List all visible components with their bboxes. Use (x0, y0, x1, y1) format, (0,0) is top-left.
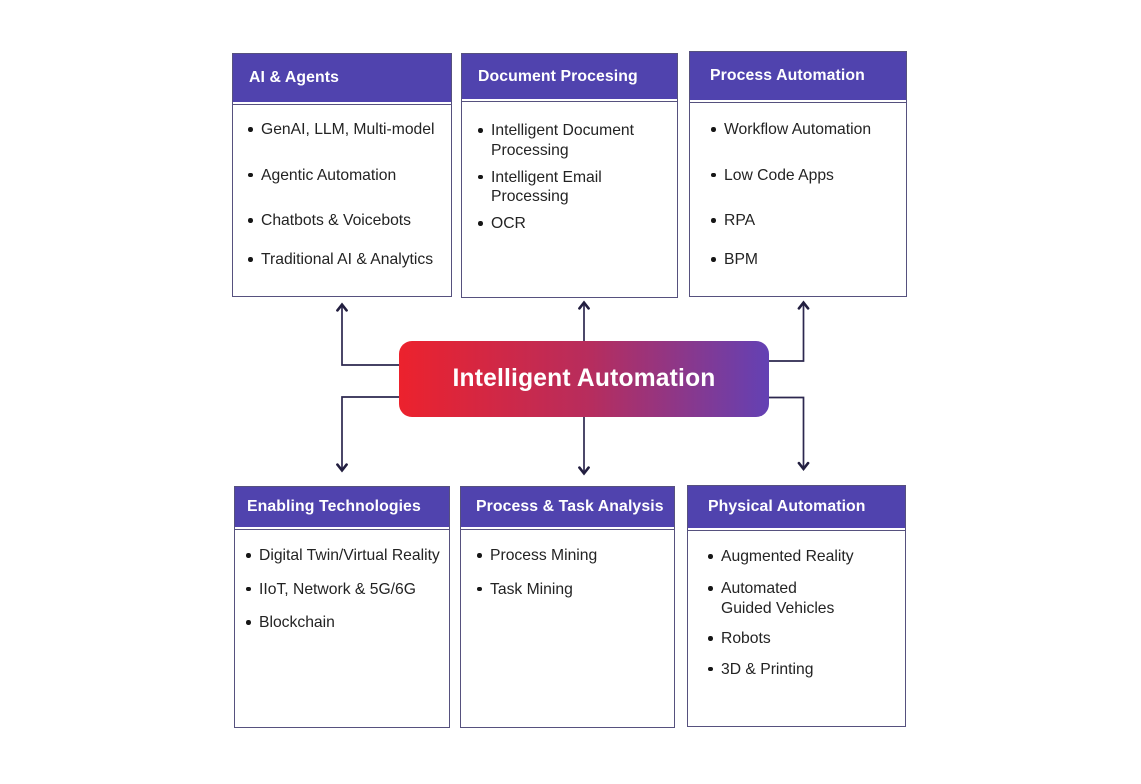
box-document-processing: Document Procesing Intelligent Document … (461, 53, 678, 298)
list-item: BPM (711, 250, 902, 270)
list-item: Intelligent Email Processing (478, 168, 673, 207)
connector-center-to-top-right (769, 304, 805, 362)
box-process-task-analysis-title: Process & Task Analysis (476, 498, 664, 515)
arrowhead-down-left (336, 463, 348, 473)
box-ai-agents-header: AI & Agents (233, 54, 451, 102)
arrowhead-up-left (336, 302, 348, 312)
box-process-automation-header: Process Automation (690, 52, 906, 100)
box-header-separator (462, 99, 677, 101)
box-header-separator (461, 527, 674, 529)
list-item: Digital Twin/Virtual Reality (246, 546, 449, 566)
box-header-divider-line (233, 104, 451, 105)
list-item: Augmented Reality (708, 547, 903, 567)
list-item: Low Code Apps (711, 166, 902, 186)
list-item: RPA (711, 211, 902, 231)
box-process-task-analysis-header: Process & Task Analysis (461, 487, 674, 527)
box-header-divider-line (462, 101, 677, 102)
box-header-separator (688, 528, 905, 530)
box-process-automation-title: Process Automation (710, 67, 865, 84)
box-header-divider-line (690, 102, 906, 103)
connector-center-to-top-left (341, 306, 399, 366)
list-item: 3D & Printing (708, 660, 903, 680)
list-item: Workflow Automation (711, 120, 902, 140)
list-item: Process Mining (477, 546, 670, 566)
list-item: Traditional AI & Analytics (248, 250, 445, 270)
box-document-processing-title: Document Procesing (478, 67, 638, 85)
connector-center-to-bottom-right (769, 396, 805, 467)
list-item: Intelligent Document Processing (478, 121, 673, 160)
center-node-title: Intelligent Automation (452, 365, 716, 392)
box-header-separator (233, 102, 451, 104)
box-header-divider-line (235, 529, 449, 530)
box-ai-agents-title: AI & Agents (249, 69, 340, 86)
box-physical-automation-title: Physical Automation (708, 498, 866, 515)
box-physical-automation-header: Physical Automation (688, 486, 905, 528)
list-item: Robots (708, 629, 903, 649)
arrowhead-down-right (797, 461, 810, 471)
box-enabling-technologies-title: Enabling Technologies (247, 498, 421, 515)
box-header-separator (235, 527, 449, 529)
connector-center-to-bottom-left (341, 396, 399, 469)
list-item: Chatbots & Voicebots (248, 211, 445, 231)
box-header-divider-line (688, 530, 905, 531)
arrowhead-up-middle (578, 300, 590, 310)
list-item: Automated Guided Vehicles (708, 579, 903, 618)
list-item: OCR (478, 214, 673, 234)
list-item: GenAI, LLM, Multi-model (248, 120, 445, 140)
list-item: Blockchain (246, 613, 449, 633)
box-document-processing-header: Document Procesing (462, 54, 677, 99)
center-node-intelligent-automation: Intelligent Automation (399, 341, 769, 417)
list-item: Agentic Automation (248, 166, 445, 186)
box-enabling-technologies-header: Enabling Technologies (235, 487, 449, 527)
box-header-divider-line (461, 529, 674, 530)
arrowhead-up-right (797, 300, 810, 310)
list-item: IIoT, Network & 5G/6G (246, 580, 449, 600)
list-item: Task Mining (477, 580, 670, 600)
box-enabling-technologies: Enabling Technologies Digital Twin/Virtu… (234, 486, 450, 728)
arrowhead-down-middle (578, 466, 590, 476)
box-header-separator (690, 100, 906, 102)
